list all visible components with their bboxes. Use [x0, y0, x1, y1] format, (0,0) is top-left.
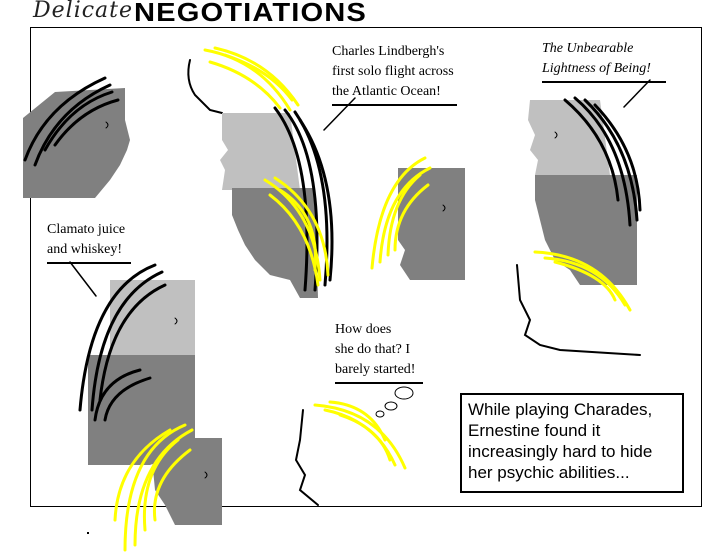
thought-bubble — [375, 386, 414, 418]
speech-clamato: Clamato juice and whiskey! — [47, 220, 131, 264]
speech-unbearable: The Unbearable Lightness of Being! — [542, 39, 666, 83]
caption-line: her psychic abilities... — [468, 463, 630, 482]
character-woman-center — [187, 46, 334, 298]
speech-lindbergh: Charles Lindbergh's first solo flight ac… — [332, 42, 457, 106]
speech-line: first solo flight across — [332, 64, 454, 79]
title-main: NEGOTIATIONS — [134, 0, 367, 27]
character-head-c — [370, 156, 465, 280]
character-ernestine — [294, 400, 407, 506]
caption-line: While playing Charades, — [468, 400, 653, 419]
speech-line: barely started! — [335, 362, 416, 377]
comic-panel — [30, 27, 702, 507]
speech-line: How does — [335, 322, 392, 337]
speech-ernestine: How does she do that? I barely started! — [335, 320, 423, 384]
speech-line: The Unbearable — [542, 41, 634, 56]
speech-pointers — [69, 79, 651, 297]
speech-line: Charles Lindbergh's — [332, 44, 445, 59]
caption-line: Ernestine found it — [468, 421, 601, 440]
character-woman-bottom-left — [78, 263, 222, 552]
caption-line: increasingly hard to hide — [468, 442, 653, 461]
caption-box: While playing Charades, Ernestine found … — [460, 393, 684, 493]
speech-line: the Atlantic Ocean! — [332, 84, 441, 99]
stray-dot — [87, 532, 89, 534]
character-head-a — [23, 76, 130, 198]
character-woman-right — [516, 96, 642, 356]
speech-line: and whiskey! — [47, 242, 123, 257]
speech-line: Clamato juice — [47, 222, 126, 237]
speech-line: she do that? I — [335, 342, 411, 357]
speech-line: Lightness of Being! — [542, 61, 651, 76]
title-script: Delicate — [33, 0, 134, 23]
